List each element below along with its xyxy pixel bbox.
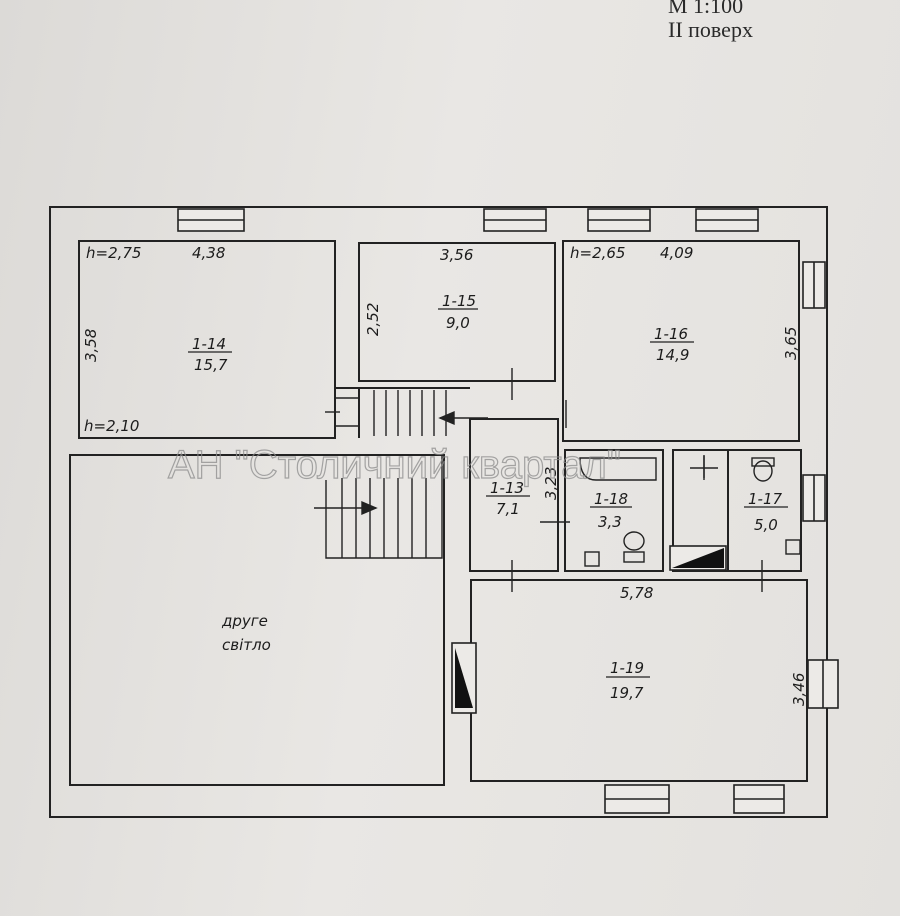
drawing-header: М 1:100 II поверх <box>668 0 848 42</box>
room-1-19-area: 19,7 <box>610 684 644 702</box>
toilet-icon <box>753 460 773 482</box>
room-1-14-id: 1-14 <box>192 335 226 353</box>
shafts <box>451 545 727 714</box>
room-1-15-id: 1-15 <box>442 292 476 310</box>
room-1-18-outline <box>564 449 664 572</box>
room-1-14-width: 4,38 <box>192 244 225 262</box>
toilet-icon <box>623 531 645 551</box>
room-1-19-height: 3,46 <box>790 673 808 706</box>
room-1-19-outline <box>470 579 808 782</box>
room-1-14-outline <box>78 240 336 439</box>
room-1-18-area: 3,3 <box>598 513 622 531</box>
sanitary-fixtures <box>579 456 801 567</box>
room-1-15-height: 2,52 <box>364 303 382 336</box>
room-1-18-id: 1-18 <box>594 490 628 508</box>
scale-label: М 1:100 <box>668 0 744 18</box>
second-light-outline <box>69 454 445 786</box>
second-light-line1: друге <box>221 612 268 630</box>
room-1-16-width: 4,09 <box>660 244 693 262</box>
room-1-16-height: 3,65 <box>782 327 800 360</box>
room-1-13-height: 3,23 <box>542 467 560 500</box>
room-1-16-ceiling-top: h=2,65 <box>570 244 625 262</box>
second-light-line2: світло <box>222 636 271 654</box>
room-1-13-id: 1-13 <box>490 479 524 497</box>
room-1-17-area: 5,0 <box>754 516 778 534</box>
windows <box>177 208 839 814</box>
room-1-17-id: 1-17 <box>748 490 782 508</box>
bathtub-icon <box>579 457 657 481</box>
room-1-14-area: 15,7 <box>194 356 228 374</box>
room-1-15-width: 3,56 <box>440 246 473 264</box>
room-1-19-width: 5,78 <box>620 584 653 602</box>
floor-label: II поверх <box>668 17 753 42</box>
sink-icon <box>584 551 600 567</box>
room-1-16-id: 1-16 <box>654 325 688 343</box>
room-1-16-area: 14,9 <box>656 346 689 364</box>
upper-stair <box>325 390 488 436</box>
room-1-13-outline <box>469 418 559 572</box>
outer-wall-outline <box>49 206 828 818</box>
room-1-14-ceiling-bottom: h=2,10 <box>84 417 139 435</box>
room-1-14-ceiling-top: h=2,75 <box>86 244 141 262</box>
room-1-13-area: 7,1 <box>496 500 520 518</box>
room-1-15-area: 9,0 <box>446 314 470 332</box>
watermark-text: АН "Столичний квартал" <box>168 443 621 487</box>
lower-stair <box>314 455 443 559</box>
room-1-14-height: 3,58 <box>82 329 100 362</box>
room-1-16-outline <box>562 240 800 442</box>
room-1-15-outline <box>358 242 556 382</box>
sink-icon <box>785 539 801 555</box>
room-1-17-outline <box>672 449 802 572</box>
room-1-19-id: 1-19 <box>610 659 644 677</box>
